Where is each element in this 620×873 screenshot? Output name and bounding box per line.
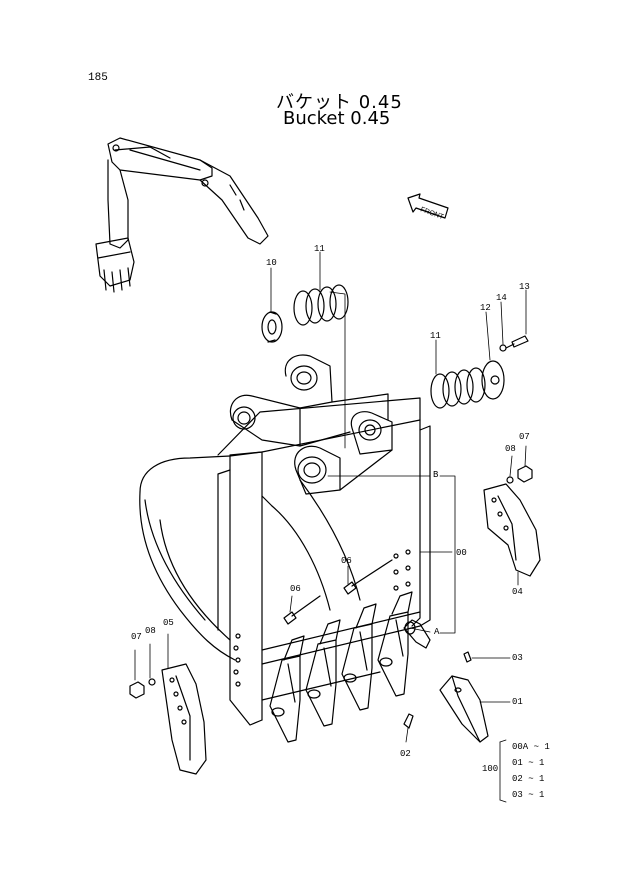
leader-lines: [134, 251, 527, 803]
nuts-and-washers: [129, 465, 533, 699]
bucket-body: [139, 397, 431, 726]
tooth-pin: [403, 713, 414, 729]
callout-05: 05: [163, 618, 174, 628]
callout-11-upper: 11: [314, 244, 325, 254]
front-direction-arrow: FRONT: [407, 193, 449, 221]
excavator-arm-icon: [95, 137, 269, 293]
callout-B: B: [433, 470, 439, 480]
page-number: 185: [88, 72, 108, 84]
callout-08-left: 08: [145, 626, 156, 636]
plate-washer: [481, 360, 505, 400]
shim-washer: [261, 311, 283, 343]
callout-06-left: 06: [290, 584, 301, 594]
lock-pin: [463, 651, 472, 663]
callout-01: 01: [512, 697, 523, 707]
callout-04: 04: [512, 587, 523, 597]
shim-set-upper: [293, 284, 349, 326]
title-japanese: バケット 0.45: [276, 92, 403, 113]
kit-item: 03 ~ 1: [512, 790, 545, 800]
callout-A: A: [434, 627, 440, 637]
callout-00: 00: [456, 548, 467, 558]
kit-item: 01 ~ 1: [512, 758, 545, 768]
callout-13: 13: [519, 282, 530, 292]
callout-11-lower: 11: [430, 331, 441, 341]
side-cutter-left: [161, 663, 207, 775]
callout-07-right: 07: [519, 432, 530, 442]
title-english: Bucket 0.45: [283, 108, 391, 129]
side-cutter-right: [483, 483, 541, 577]
tooth-point: [439, 675, 489, 743]
bolt-and-washer: [499, 335, 529, 352]
callout-02: 02: [400, 749, 411, 759]
front-label: FRONT: [419, 206, 445, 221]
callout-03: 03: [512, 653, 523, 663]
pin-bosses: [229, 354, 393, 495]
kit-item: 02 ~ 1: [512, 774, 545, 784]
bucket-teeth: [269, 591, 431, 743]
side-cutter-bolts: [283, 559, 393, 625]
kit-item: 00A ~ 1: [512, 742, 550, 752]
callout-14: 14: [496, 293, 507, 303]
callout-10: 10: [266, 258, 277, 268]
kit-number: 100: [482, 764, 499, 774]
callout-12: 12: [480, 303, 491, 313]
callout-08-right: 08: [505, 444, 516, 454]
callout-06-right: 06: [341, 556, 352, 566]
shim-set-lower: [430, 367, 486, 409]
callout-07-left: 07: [131, 632, 142, 642]
